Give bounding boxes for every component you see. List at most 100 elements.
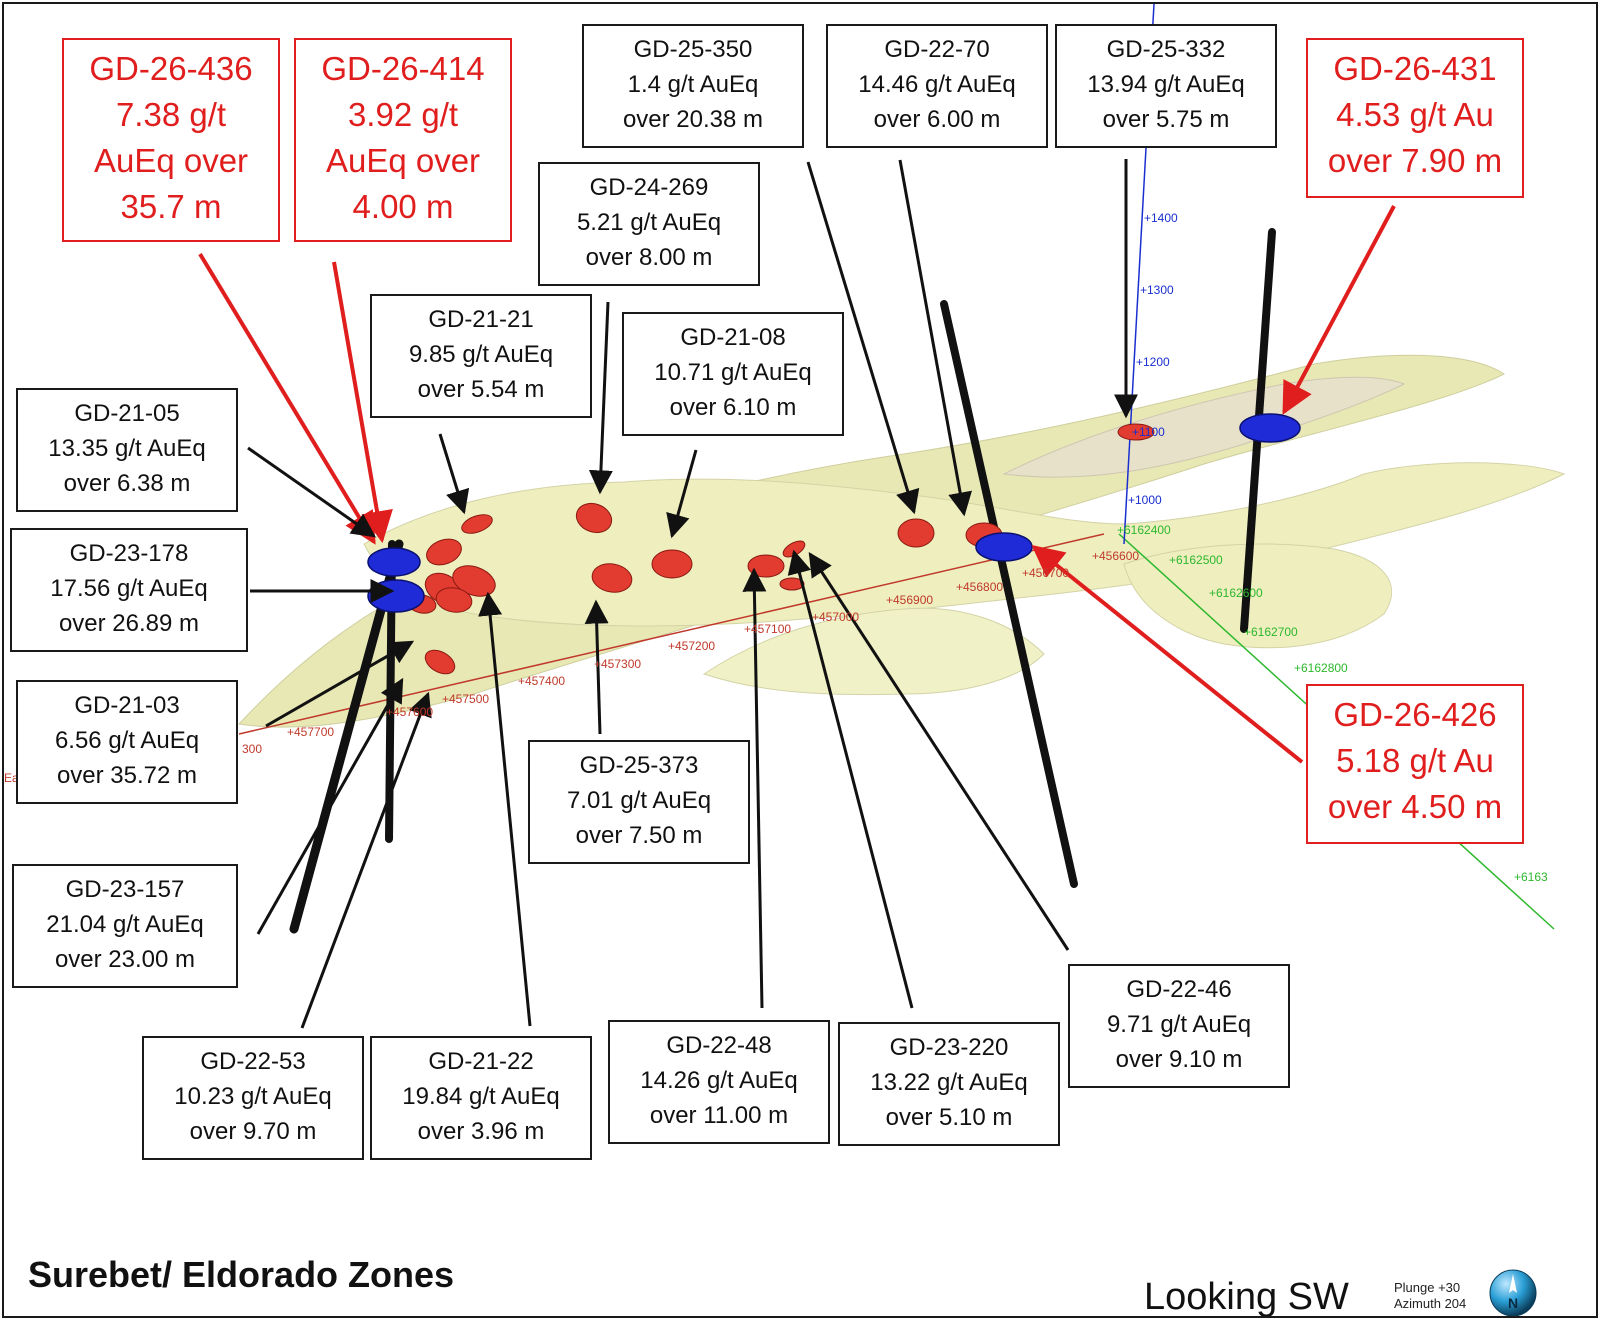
northing-tick-label: +6163 — [1514, 870, 1548, 884]
callout-line: GD-24-269 — [589, 174, 709, 201]
leader-arrow-gd-25-350 — [806, 161, 920, 515]
northing-tick-label: +6162600 — [1209, 586, 1263, 600]
callout-line: GD-21-03 — [74, 692, 180, 719]
northing-tick-label: +6162800 — [1294, 661, 1348, 675]
leader-arrow-gd-21-05 — [247, 446, 376, 538]
leader-arrow-gd-22-46 — [808, 551, 1070, 951]
intercept-disc — [461, 514, 493, 534]
grid-tick-labels: +457700+457600+457500+457400+457300+4572… — [4, 211, 1548, 884]
easting-tick-label: +457400 — [518, 674, 565, 688]
leader-arrow-gd-26-414 — [332, 261, 393, 544]
callout-line: GD-21-21 — [428, 306, 534, 333]
callout-line: 5.18 g/t Au — [1336, 742, 1494, 779]
easting-tick-label: Ea — [4, 771, 19, 785]
intercept-disc — [426, 538, 462, 566]
callout-line: GD-22-48 — [666, 1032, 772, 1059]
callout-line: 10.23 g/t AuEq — [174, 1083, 332, 1110]
zone-surface — [363, 462, 1566, 627]
callout-line: over 20.38 m — [622, 106, 764, 133]
intercept-disc — [651, 549, 693, 579]
elevation-tick-label: +1300 — [1140, 283, 1174, 297]
callout-line: over 6.00 m — [873, 106, 1001, 133]
leader-arrow-gd-21-08 — [666, 449, 698, 539]
leader-arrow-gd-26-426 — [1031, 544, 1304, 764]
intercept-disc — [424, 649, 456, 675]
callout-line: over 26.89 m — [58, 610, 200, 637]
northing-tick-label: +6162400 — [1117, 523, 1171, 537]
leader-arrow-gd-23-157 — [256, 677, 404, 935]
leader-arrow-gd-21-21 — [438, 433, 470, 515]
intercept-disc — [452, 565, 496, 597]
callout-line: over 5.75 m — [1102, 106, 1230, 133]
elevation-tick-label: +1200 — [1136, 355, 1170, 369]
callout-line: over 35.72 m — [56, 762, 198, 789]
callout-line: GD-26-431 — [1333, 50, 1497, 87]
callout-line: GD-23-220 — [889, 1034, 1009, 1061]
callout-line: over 9.10 m — [1115, 1046, 1243, 1073]
view-direction: Looking SW — [1144, 1276, 1349, 1318]
callout-line: over 3.96 m — [417, 1118, 545, 1145]
callout-line: over 5.54 m — [417, 376, 545, 403]
callout-line: over 7.90 m — [1327, 142, 1503, 179]
callout-gd-22-48: GD-22-48 14.26 g/t AuEq over 11.00 m — [608, 1020, 830, 1144]
callout-line: AuEq over — [93, 142, 249, 179]
callout-line: 4.53 g/t Au — [1336, 96, 1494, 133]
callout-line: 1.4 g/t AuEq — [627, 71, 759, 98]
new-intercept-disc — [367, 547, 421, 577]
callout-gd-21-03: GD-21-03 6.56 g/t AuEq over 35.72 m — [16, 680, 238, 804]
elevation-tick-label: +1100 — [1132, 425, 1165, 439]
easting-tick-label: +456800 — [956, 580, 1003, 594]
compass-icon: N — [1489, 1269, 1537, 1316]
callout-line: over 6.10 m — [669, 394, 797, 421]
new-intercept-disc — [975, 532, 1033, 562]
callout-line: 13.94 g/t AuEq — [1087, 71, 1245, 98]
callout-line: 21.04 g/t AuEq — [46, 911, 204, 938]
leader-arrow-gd-24-269 — [588, 301, 613, 495]
intercept-discs — [367, 413, 1301, 675]
callout-line: GD-26-436 — [89, 50, 253, 87]
easting-tick-label: 300 — [242, 742, 262, 756]
figure-title: Surebet/ Eldorado Zones — [28, 1254, 455, 1295]
callout-line: 9.71 g/t AuEq — [1106, 1011, 1252, 1038]
callout-line: over 6.38 m — [63, 470, 191, 497]
callout-gd-26-431: GD-26-431 4.53 g/t Au over 7.90 m — [1306, 38, 1524, 198]
callout-line: GD-22-70 — [884, 36, 990, 63]
callout-line: over 23.00 m — [54, 946, 196, 973]
azimuth-label: Azimuth 204 — [1394, 1296, 1467, 1311]
zone-surfaces — [237, 354, 1566, 728]
new-intercept-disc — [367, 579, 425, 613]
callout-line: 35.7 m — [120, 188, 222, 225]
callout-line: 3.92 g/t — [347, 96, 459, 133]
callout-line: 14.26 g/t AuEq — [640, 1067, 798, 1094]
callout-line: GD-26-414 — [321, 50, 485, 87]
northing-tick-label: +6162500 — [1169, 553, 1223, 567]
compass-letter: N — [1508, 1295, 1518, 1311]
callout-line: over 5.10 m — [885, 1104, 1013, 1131]
callout-line: GD-21-05 — [74, 400, 180, 427]
intercept-disc — [575, 502, 613, 534]
callout-line: GD-23-157 — [65, 876, 185, 903]
callout-line: 10.71 g/t AuEq — [654, 359, 812, 386]
callout-line: over 11.00 m — [649, 1102, 789, 1129]
callout-line: 13.22 g/t AuEq — [870, 1069, 1028, 1096]
elevation-tick-label: +1400 — [1144, 211, 1178, 225]
easting-tick-label: +457200 — [668, 639, 715, 653]
easting-tick-label: +456900 — [886, 593, 933, 607]
leader-arrow-gd-21-03 — [265, 640, 415, 728]
new-intercept-disc — [1239, 413, 1301, 443]
callout-line: 17.56 g/t AuEq — [50, 575, 208, 602]
leader-arrow-gd-26-431 — [1282, 205, 1396, 415]
callout-line: 6.56 g/t AuEq — [54, 727, 200, 754]
